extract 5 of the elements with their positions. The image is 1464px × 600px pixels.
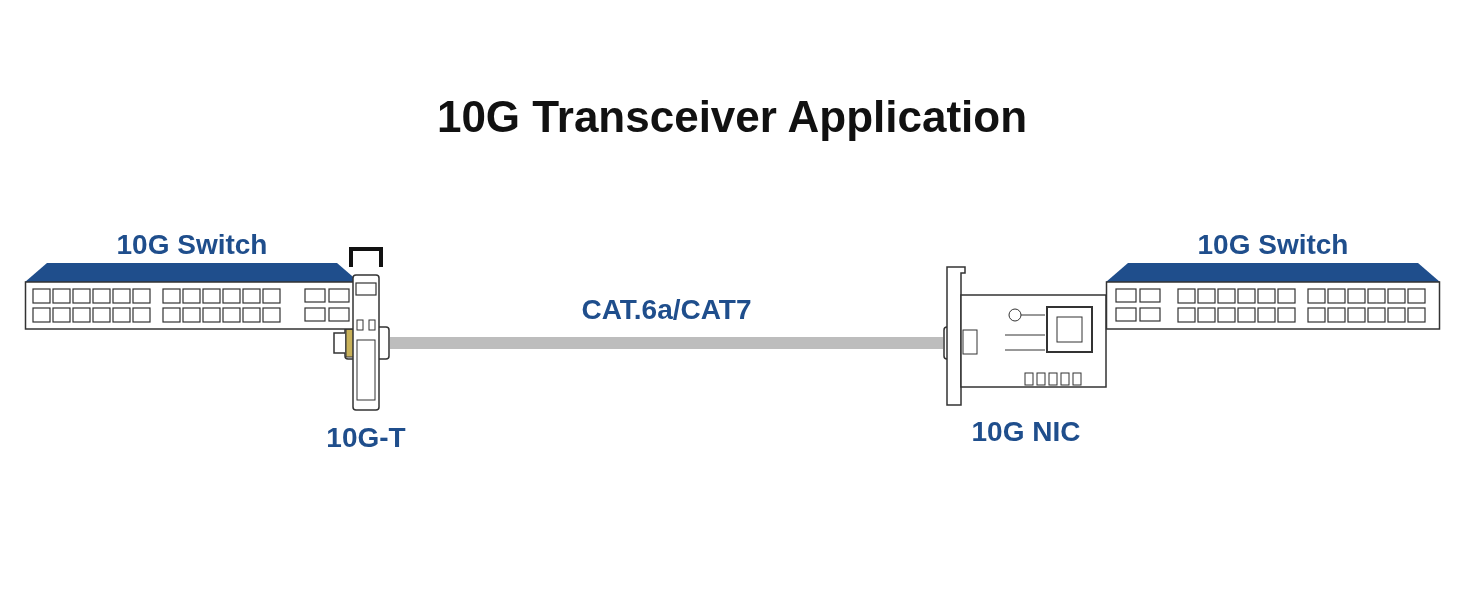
device-label: 10G NIC <box>971 415 1081 449</box>
device-label: 10G-T <box>326 421 406 455</box>
device-label: 10G Switch <box>116 228 268 262</box>
device-label: 10G Switch <box>1197 228 1349 262</box>
diagram-title: 10G Transceiver Application <box>435 92 1029 142</box>
